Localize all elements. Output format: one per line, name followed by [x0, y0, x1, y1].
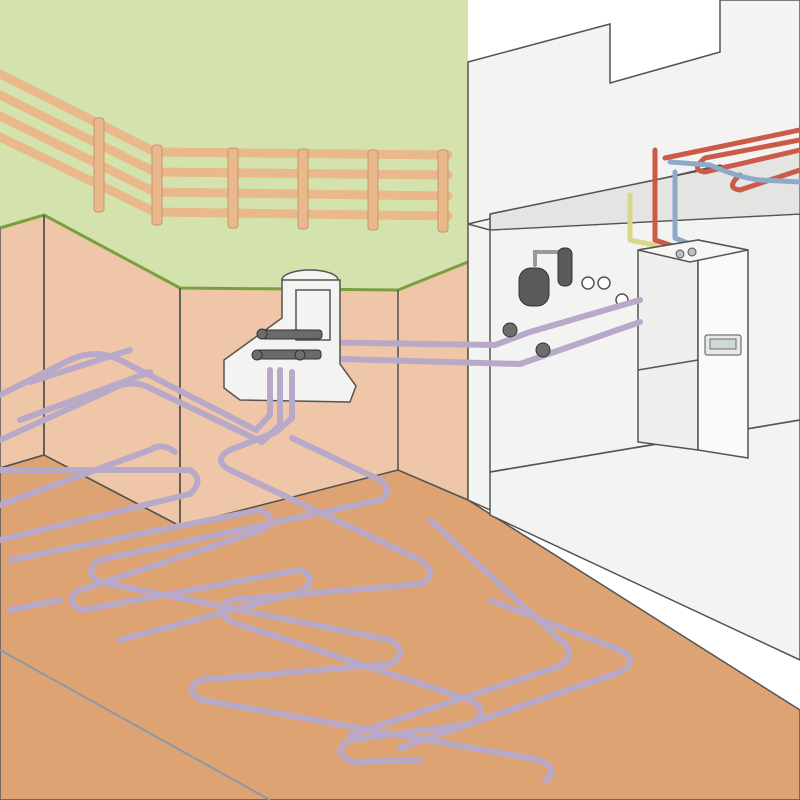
underfloor-heating — [662, 127, 800, 193]
fence-post — [227, 147, 239, 229]
collector-drop — [273, 369, 295, 435]
heat-pump-side — [637, 239, 699, 451]
ball-valve-icon — [502, 322, 518, 338]
hydraulic-components — [518, 247, 629, 307]
heat-pump-connector — [687, 247, 697, 257]
pressure-gauge-icon — [597, 276, 611, 290]
expansion-vessel — [518, 267, 550, 307]
brine-flow-line — [297, 297, 643, 348]
collector-loop-main — [7, 507, 313, 643]
manifold-valve-icon — [251, 349, 263, 361]
fence-post — [367, 149, 379, 231]
fence-post — [151, 144, 163, 226]
heat-pump-seam — [637, 359, 699, 371]
manifold-bar — [256, 349, 322, 360]
safety-valve — [557, 247, 573, 287]
collector-loop-left — [0, 351, 265, 445]
house — [467, 0, 800, 661]
collector-loop-left — [0, 347, 201, 543]
manifold-shaft — [223, 269, 357, 403]
brine-lines — [297, 297, 643, 367]
fence-post — [437, 149, 449, 233]
pressure-gauge-icon — [581, 276, 595, 290]
manifold-bar — [261, 329, 323, 340]
ground-collector — [0, 347, 633, 783]
shaft-inner — [295, 289, 331, 341]
collector-drop — [253, 367, 273, 433]
manifold-valve-icon — [256, 328, 268, 340]
manifold-valve-icon — [294, 349, 306, 361]
soil-edge — [0, 454, 181, 527]
ball-valve-icon — [535, 342, 551, 358]
heat-pump-display — [709, 338, 737, 350]
floor-heating-return — [667, 159, 800, 185]
brine-return-line — [302, 319, 643, 367]
vessel-pipe — [533, 250, 562, 267]
floor-heating-supply — [662, 127, 800, 193]
fence-post — [297, 148, 309, 230]
collector-loop-main — [88, 435, 555, 783]
fence-post — [93, 117, 105, 213]
heat-pump — [637, 239, 749, 459]
ground-line — [0, 649, 271, 800]
heat-pump-connector — [675, 249, 685, 259]
riser-yellow — [627, 192, 671, 251]
wooden-fence — [0, 69, 453, 233]
collector-loop-main — [347, 517, 633, 751]
